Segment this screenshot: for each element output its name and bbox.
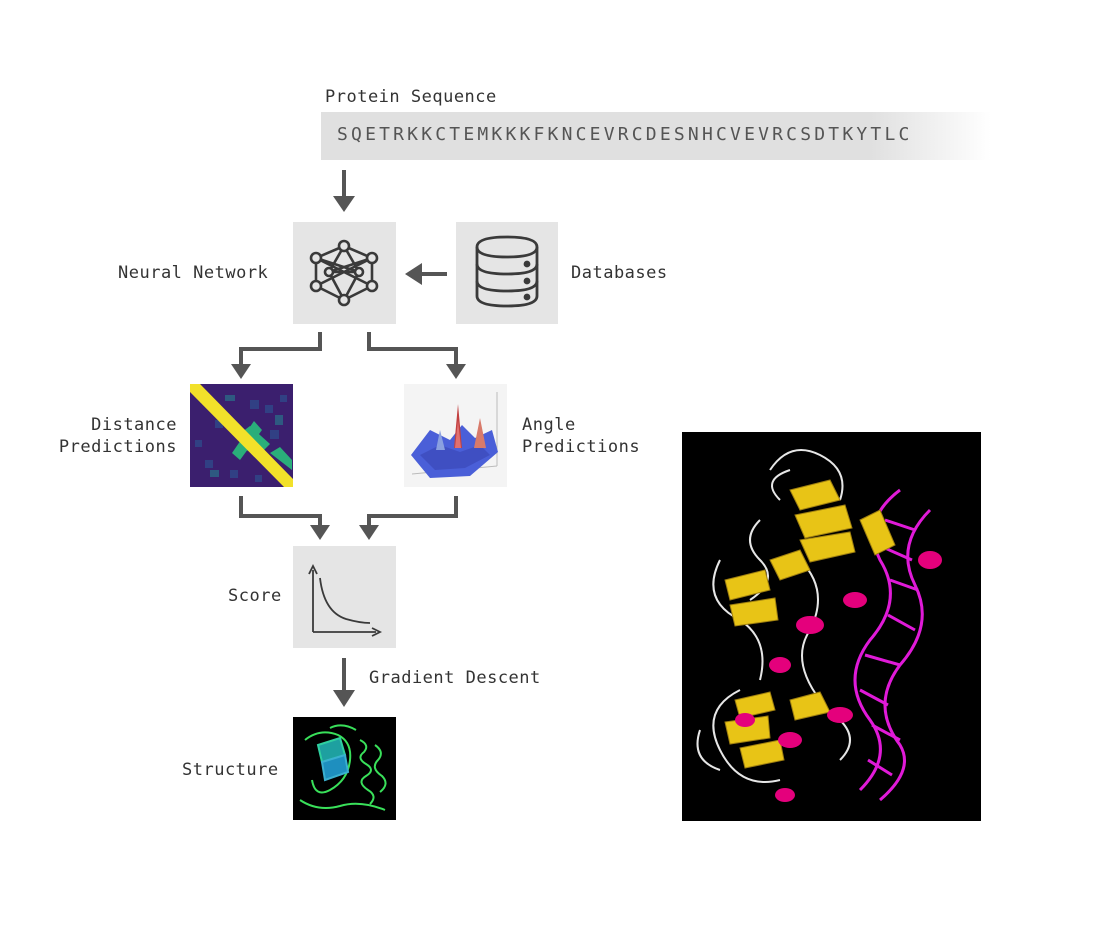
arrowhead-5	[310, 525, 330, 540]
arrow-network-to-angle	[367, 332, 458, 366]
arrowhead-7	[333, 690, 355, 707]
arrowhead-4	[446, 364, 466, 379]
database-icon	[475, 235, 539, 308]
structure-thumbnail-image	[293, 717, 396, 820]
structure-label: Structure	[182, 760, 279, 780]
gradient-descent-label: Gradient Descent	[369, 668, 541, 688]
arrowhead-6	[359, 525, 379, 540]
distance-heatmap-image	[190, 384, 293, 487]
arrow-angle-to-score	[367, 496, 458, 527]
distance-predictions-label-2: Predictions	[58, 437, 177, 457]
databases-label: Databases	[571, 263, 668, 283]
distance-predictions-label-1: Distance	[91, 415, 177, 435]
arrow-distance-to-score	[239, 496, 322, 527]
angle-predictions-label-1: Angle	[522, 415, 576, 435]
protein-render-image	[682, 432, 981, 821]
arrowhead-3	[231, 364, 251, 379]
neural-network-label: Neural Network	[118, 263, 269, 283]
angle-surface-image	[404, 384, 507, 487]
score-label: Score	[228, 586, 282, 606]
decay-curve-icon	[308, 563, 383, 637]
sequence-label: Protein Sequence	[325, 87, 497, 107]
sequence-text: SQETRKKCTEMKKKFKNCEVRCDESNHCVEVRCSDTKYTL…	[337, 124, 913, 145]
neural-network-icon	[309, 239, 379, 307]
arrowhead-1	[333, 196, 355, 212]
arrowhead-2	[405, 263, 422, 285]
arrow-network-to-distance	[239, 332, 322, 366]
angle-predictions-label-2: Predictions	[522, 437, 641, 457]
sequence-bar	[321, 112, 991, 160]
